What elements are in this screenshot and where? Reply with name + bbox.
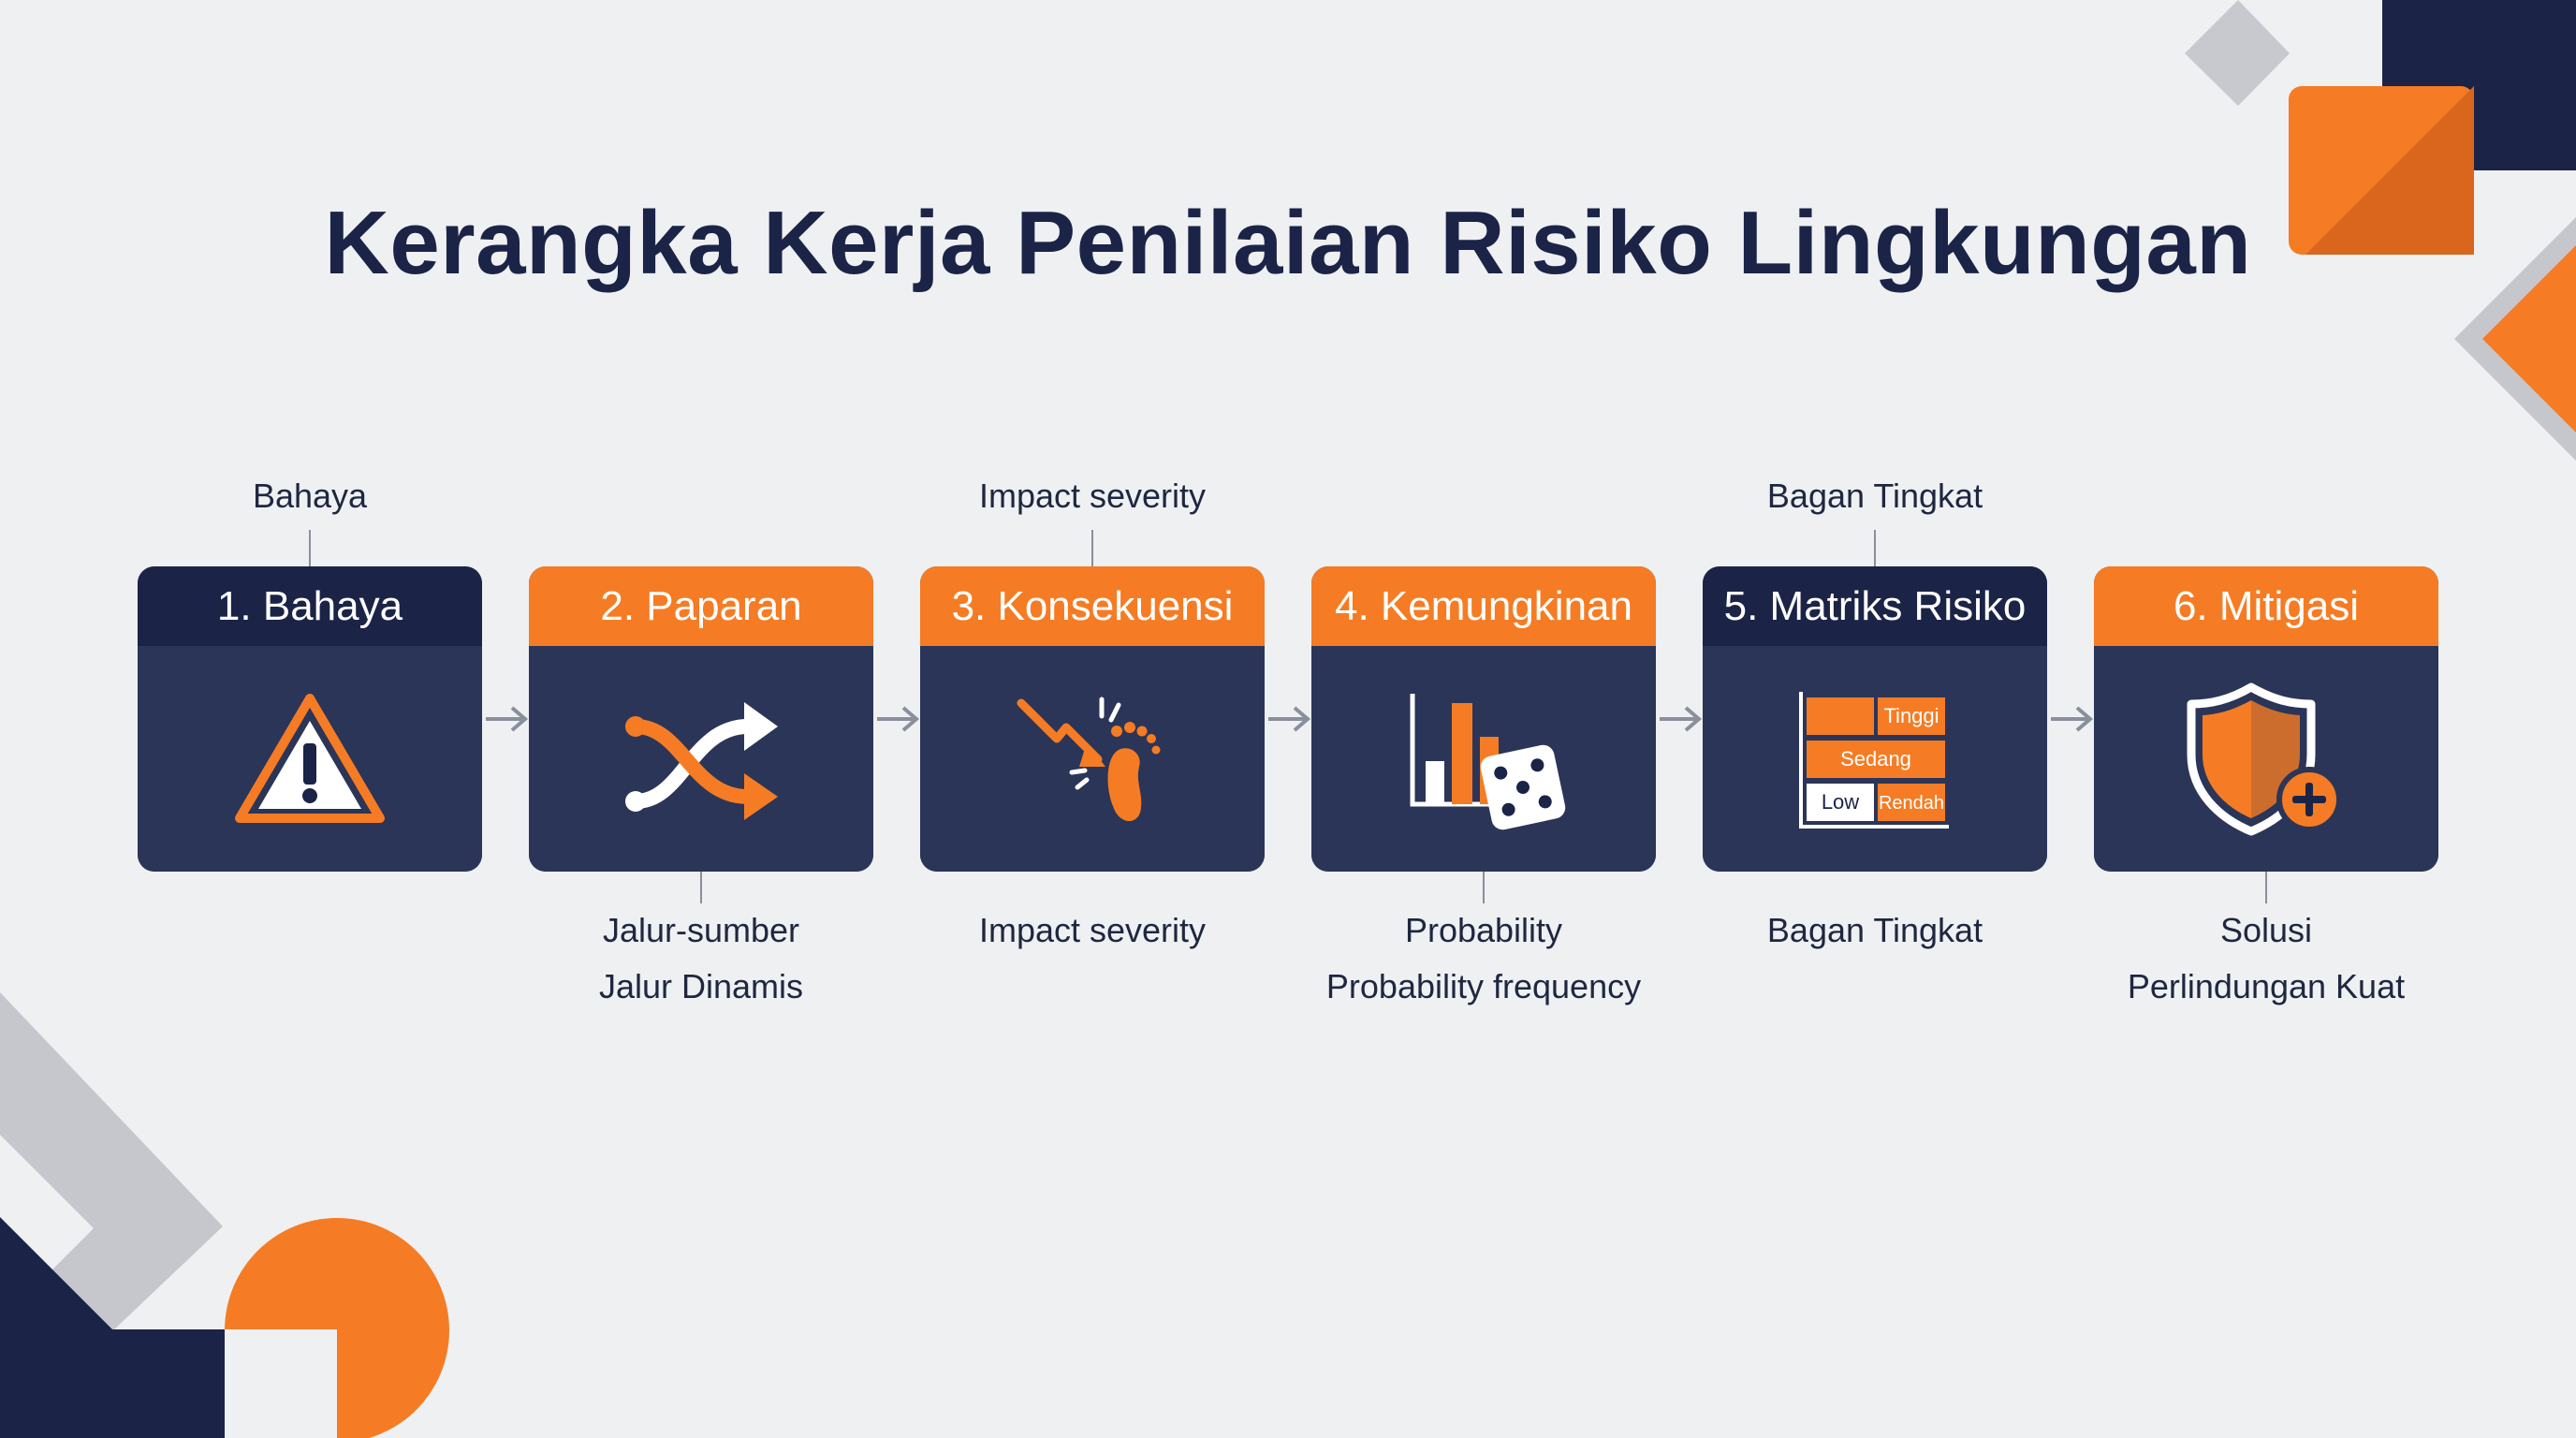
step-5-bottom-labels: Bagan Tingkat: [1703, 902, 2047, 959]
orange-square-shadow: [2305, 86, 2474, 255]
bar-chart-dice-icon: [1410, 693, 1566, 829]
step-card-paparan: 2. Paparan: [529, 566, 873, 872]
step-2-bottom-line-2: Jalur Dinamis: [598, 967, 804, 1005]
step-4-body: [1311, 646, 1656, 872]
shuffle-arrows-icon: [625, 701, 778, 820]
flow-arrow-4: [1660, 706, 1703, 732]
step-2-bottom-line-1: Jalur-sumber: [602, 911, 800, 949]
step-3-bottom-line-1: Impact severity: [978, 911, 1207, 949]
step-card-konsekuensi: 3. Konsekuensi: [920, 566, 1265, 872]
step-card-kemungkinan: 4. Kemungkinan: [1311, 566, 1656, 872]
step-card-bahaya: 1. Bahaya: [138, 566, 482, 872]
step-3-top-label: Impact severity: [978, 477, 1207, 515]
step-6-bottom-line-2: Perlindungan Kuat: [2127, 967, 2406, 1005]
step-5-body: Tinggi Sedang Low Rendah: [1703, 646, 2047, 872]
step-2-body: [529, 646, 873, 872]
step-card-mitigasi: 6. Mitigasi: [2094, 566, 2438, 872]
step-4-bottom-line-2: Probability frequency: [1325, 967, 1642, 1005]
step-2-header: 2. Paparan: [529, 566, 873, 646]
step-1-top-label: Bahaya: [252, 477, 368, 515]
step-3-bottom-labels: Impact severity: [920, 902, 1265, 959]
step-1-header: 1. Bahaya: [138, 566, 482, 646]
matrix-high-label: Tinggi: [1883, 704, 1939, 727]
step-5-bottom-line-1: Bagan Tingkat: [1766, 911, 1983, 949]
step-3-top-connector: [1091, 530, 1093, 566]
step-5-top-label: Bagan Tingkat: [1766, 477, 1983, 515]
step-card-matriks-risiko: 5. Matriks Risiko Tinggi Sedang Low Rend…: [1703, 566, 2047, 872]
step-6-header: 6. Mitigasi: [2094, 566, 2438, 646]
step-4-bottom-labels: Probability Probability frequency: [1311, 902, 1656, 1015]
step-1-body: [138, 646, 482, 872]
warning-triangle-icon: [235, 693, 385, 823]
step-1-top-connector: [309, 530, 311, 566]
step-5-top-connector: [1874, 530, 1876, 566]
risk-matrix-icon: Tinggi Sedang Low Rendah: [1799, 691, 1949, 829]
flow-arrow-1: [486, 706, 529, 732]
shield-plus-icon: [2187, 682, 2342, 835]
gray-diamond-shape: [2185, 0, 2290, 106]
step-5-header: 5. Matriks Risiko: [1703, 566, 2047, 646]
step-6-bottom-labels: Solusi Perlindungan Kuat: [2094, 902, 2438, 1015]
step-6-bottom-connector: [2265, 872, 2267, 903]
flow-arrow-5: [2051, 706, 2094, 732]
footprint-impact-icon: [1017, 697, 1161, 821]
step-2-bottom-labels: Jalur-sumber Jalur Dinamis: [529, 902, 873, 1015]
step-6-bottom-line-1: Solusi: [2219, 911, 2313, 949]
step-2-bottom-connector: [700, 872, 702, 903]
matrix-low-alt-label: Rendah: [1879, 793, 1944, 814]
page-title: Kerangka Kerja Penilaian Risiko Lingkung…: [324, 193, 2252, 293]
step-4-header: 4. Kemungkinan: [1311, 566, 1656, 646]
orange-triangle-shape: [2482, 245, 2576, 433]
navy-bottom-shape: [0, 1217, 225, 1438]
matrix-medium-label: Sedang: [1840, 747, 1911, 770]
step-4-bottom-line-1: Probability: [1404, 911, 1563, 949]
flow-arrow-2: [877, 706, 920, 732]
step-6-body: [2094, 646, 2438, 872]
matrix-low-label: Low: [1822, 790, 1859, 814]
step-4-bottom-connector: [1483, 872, 1485, 903]
step-3-header: 3. Konsekuensi: [920, 566, 1265, 646]
step-3-body: [920, 646, 1265, 872]
navy-corner-shape: [2239, 0, 2576, 170]
orange-circle-cutout: [225, 1329, 337, 1438]
orange-circle-shape: [225, 1218, 449, 1438]
flow-arrow-3: [1268, 706, 1311, 732]
